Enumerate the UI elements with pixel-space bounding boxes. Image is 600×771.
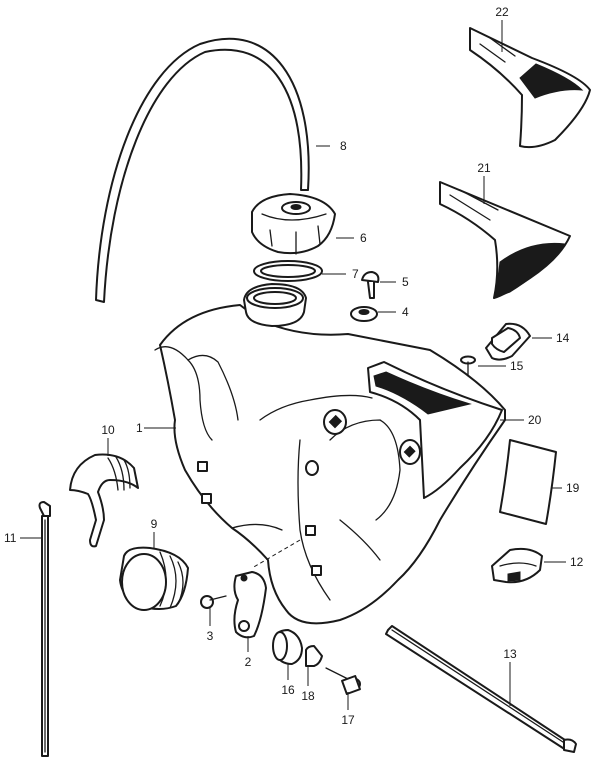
- rubber-strap: [485, 322, 531, 361]
- rubber-cushion: [491, 547, 543, 584]
- washer-4: [350, 306, 378, 322]
- cap-gasket: [253, 260, 323, 282]
- cushion-pad: [499, 439, 557, 525]
- callout-17: 17: [341, 713, 355, 727]
- callout-21: 21: [477, 161, 491, 175]
- callout-3: 3: [207, 629, 214, 643]
- callout-15: 15: [510, 359, 524, 373]
- shroud-decal-21: [439, 181, 571, 299]
- flange-bolt: [325, 667, 361, 695]
- spacer: [305, 645, 323, 667]
- breather-hose: [95, 37, 310, 303]
- callout-22: 22: [495, 5, 509, 19]
- fuel-cap: [251, 193, 336, 255]
- leader-lines: [20, 20, 566, 710]
- air-vent-plate: [367, 361, 503, 499]
- callout-16: 16: [281, 683, 295, 697]
- rubber-collar: [272, 629, 303, 665]
- tie-strap-left: [38, 501, 51, 757]
- callout-7: 7: [352, 267, 359, 281]
- callout-14: 14: [556, 331, 570, 345]
- shroud-decal-22: [469, 27, 591, 149]
- callout-10: 10: [101, 423, 115, 437]
- tie-strap-right: [385, 625, 577, 753]
- bolt-3: [200, 595, 227, 609]
- callout-8: 8: [340, 139, 347, 153]
- callout-20: 20: [528, 413, 542, 427]
- callout-12: 12: [570, 555, 584, 569]
- callout-2: 2: [245, 655, 252, 669]
- bolt-5: [361, 271, 380, 299]
- damper-spring: [119, 546, 189, 611]
- callout-11: 11: [4, 531, 17, 545]
- callout-4: 4: [402, 305, 409, 319]
- callout-9: 9: [151, 517, 158, 531]
- callout-5: 5: [402, 275, 409, 289]
- mounting-bracket: [233, 571, 267, 639]
- callout-6: 6: [360, 231, 367, 245]
- bolt-15: [460, 355, 476, 377]
- callout-18: 18: [301, 689, 315, 703]
- callout-19: 19: [566, 481, 580, 495]
- callout-1: 1: [136, 421, 143, 435]
- callout-13: 13: [503, 647, 517, 661]
- side-clip: [69, 453, 139, 548]
